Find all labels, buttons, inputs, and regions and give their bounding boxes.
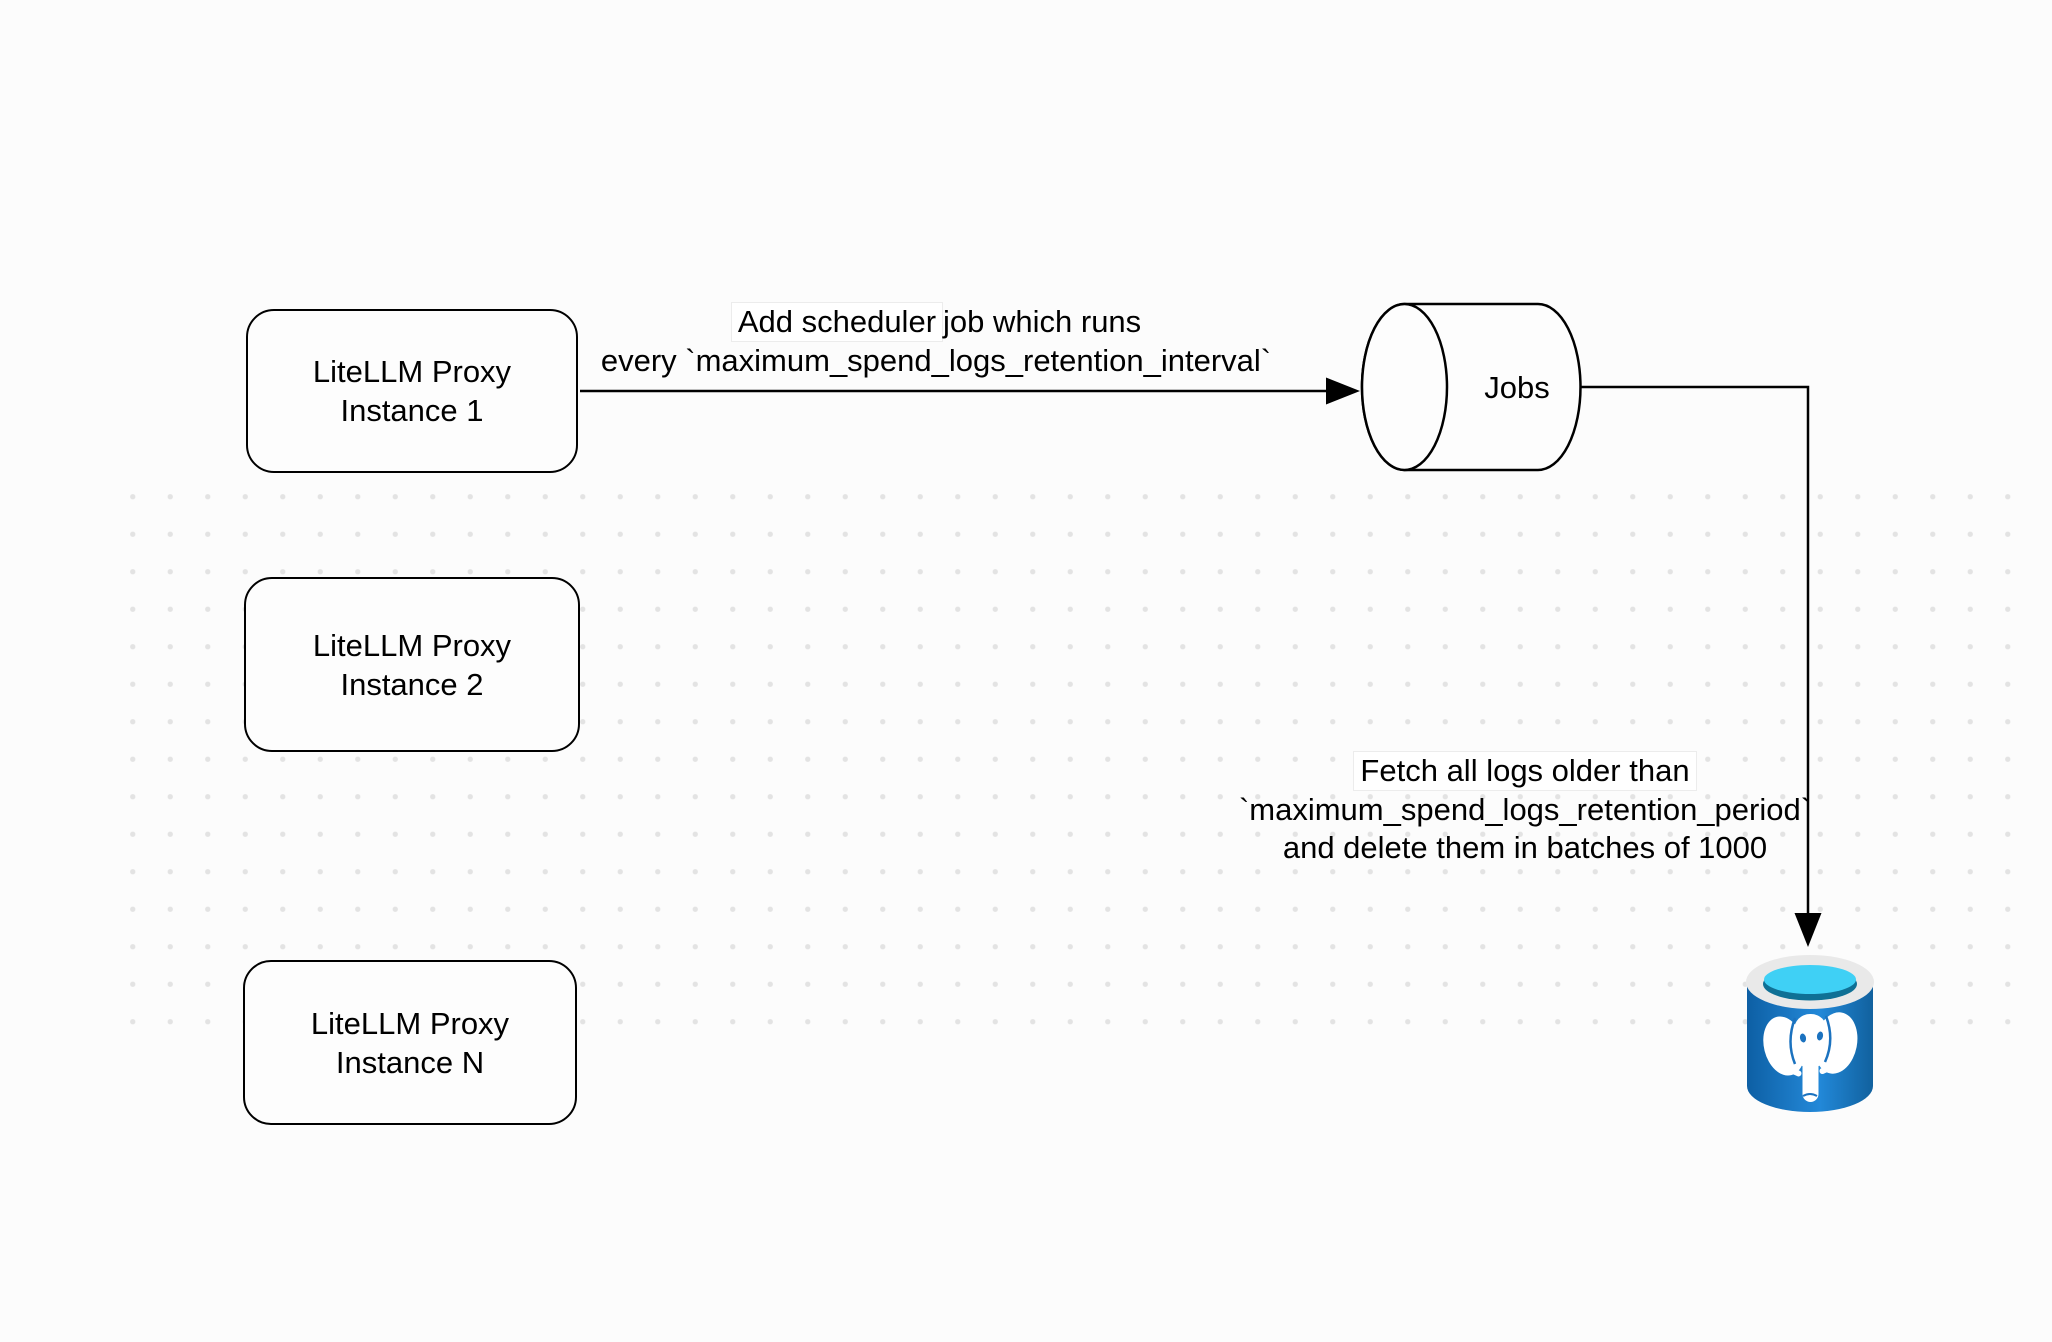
node-litellm-proxy-instance-2: LiteLLM Proxy Instance 2	[244, 577, 580, 752]
edge-label-fetch-delete: Fetch all logs older than `maximum_spend…	[1180, 751, 1870, 867]
edge-label-line: Add scheduler job which runs	[591, 302, 1281, 342]
node-label-line: Instance 1	[340, 393, 484, 428]
dot-grid-background	[114, 478, 2016, 1048]
postgresql-database-icon	[1746, 955, 1874, 1112]
edge-label-line: Fetch all logs older than	[1180, 751, 1870, 791]
node-litellm-proxy-instance-n: LiteLLM Proxy Instance N	[243, 960, 577, 1125]
db-opening	[1764, 965, 1856, 994]
edge-scheduler-arrowhead	[1326, 377, 1360, 405]
node-jobs-label: Jobs	[1484, 370, 1550, 405]
cylinder-cap	[1360, 302, 1449, 472]
edge-fetch-arrowhead	[1794, 913, 1822, 947]
node-jobs-cylinder	[1360, 302, 1582, 472]
node-label-line: LiteLLM Proxy	[310, 1005, 510, 1041]
node-label-line: LiteLLM Proxy	[312, 354, 512, 389]
edge-label-scheduler: Add scheduler job which runs every `maxi…	[591, 302, 1281, 380]
node-litellm-proxy-instance-1: LiteLLM Proxy Instance 1	[246, 309, 578, 473]
edge-label-line: `maximum_spend_logs_retention_period`	[1238, 792, 1812, 827]
node-label-line: Instance N	[335, 1044, 485, 1080]
edge-label-line: every `maximum_spend_logs_retention_inte…	[600, 343, 1272, 378]
postgres-elephant-icon	[1763, 1012, 1858, 1102]
node-label-line: LiteLLM Proxy	[312, 627, 512, 663]
node-label-line: Instance 2	[340, 666, 484, 702]
edge-fetch-line	[1580, 385, 1810, 916]
edge-label-line: and delete them in batches of 1000	[1282, 830, 1768, 865]
